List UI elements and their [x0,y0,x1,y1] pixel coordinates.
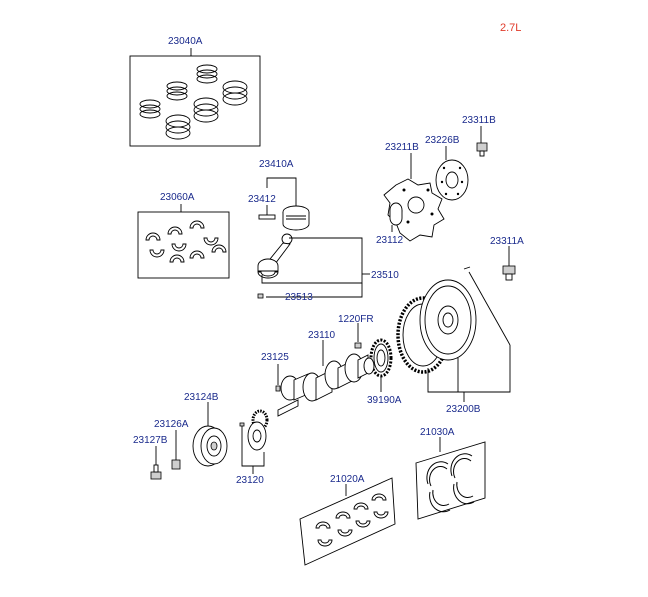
sensor-wheel[interactable] [369,338,393,392]
pulley-washer[interactable] [171,430,181,470]
label-1220FR: 1220FR [338,314,374,325]
label-23200B: 23200B [446,404,481,415]
conrod-bearing-set[interactable] [137,204,230,279]
bolt-23311A[interactable] [502,246,516,281]
label-23513: 23513 [285,292,313,303]
label-23311B: 23311B [462,115,496,126]
label-23120: 23120 [236,475,264,486]
label-21030A: 21030A [420,427,455,438]
crank-sprocket[interactable] [239,409,269,474]
spacer-plate[interactable] [435,146,469,201]
thrust-washer-set[interactable] [415,437,486,520]
pilot-bushing[interactable] [389,202,403,232]
label-23412: 23412 [248,194,276,205]
label-23112: 23112 [376,235,404,246]
main-bearing-set[interactable] [299,477,396,566]
label-23311A: 23311A [490,236,524,247]
pulley-bolt[interactable] [150,446,162,480]
bolt-23311B[interactable] [476,126,488,157]
label-23226B: 23226B [425,135,460,146]
label-39190A: 39190A [367,395,402,406]
piston-ring-set[interactable] [129,48,261,147]
connecting-rod[interactable] [257,233,370,299]
crank-key[interactable] [354,323,362,349]
label-23510: 23510 [371,270,399,281]
drive-plate[interactable] [383,153,445,242]
label-23126A: 23126A [154,419,189,430]
flywheel-assembly[interactable] [396,266,511,402]
label-23211B: 23211B [385,142,419,153]
label-23040A: 23040A [168,36,203,47]
label-23124B: 23124B [184,392,219,403]
piston-assembly[interactable] [258,177,310,231]
label-23127B: 23127B [133,435,168,446]
label-21020A: 21020A [330,474,365,485]
label-23125: 23125 [261,352,289,363]
label-23110: 23110 [308,330,336,341]
damper-pulley[interactable] [192,402,228,467]
label-23410A: 23410A [259,159,294,170]
crankshaft[interactable] [277,340,375,417]
sprocket-key[interactable] [275,364,281,392]
engine-label: 2.7L [500,22,521,34]
label-23060A: 23060A [160,192,195,203]
